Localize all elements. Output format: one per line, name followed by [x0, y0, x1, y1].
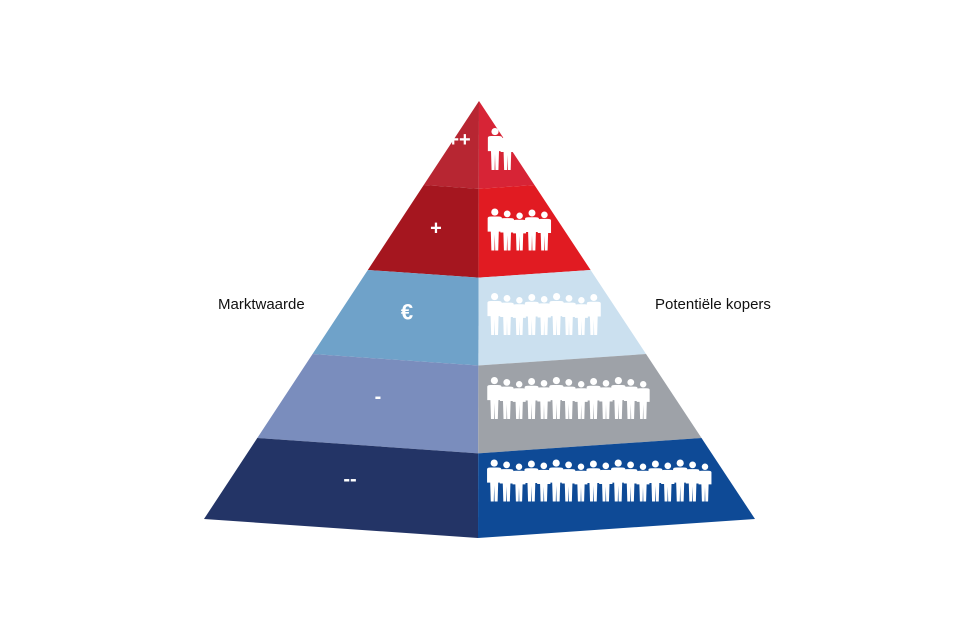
- person-silhouette-icon: [500, 210, 514, 251]
- pyramid-tier-2: +: [367, 185, 591, 278]
- person-silhouette-icon: [524, 378, 539, 419]
- person-silhouette-icon: [648, 460, 663, 502]
- person-silhouette-icon: [636, 381, 650, 419]
- tier-3-symbol: €: [401, 300, 413, 325]
- person-silhouette-icon: [611, 459, 626, 502]
- tier-4-symbol: -: [375, 386, 382, 408]
- person-silhouette-icon: [611, 377, 626, 419]
- person-silhouette-icon: [487, 128, 503, 170]
- person-silhouette-icon: [586, 294, 601, 335]
- tier-1-people-group: [487, 128, 515, 170]
- person-silhouette-icon: [586, 378, 601, 419]
- person-silhouette-icon: [574, 297, 588, 335]
- person-silhouette-icon: [513, 212, 527, 251]
- tier-3-left-face: [312, 270, 479, 366]
- pyramid-tier-5: --: [204, 438, 755, 538]
- tier-1-symbol: ++: [447, 129, 470, 151]
- person-silhouette-icon: [512, 297, 526, 335]
- person-silhouette-icon: [512, 463, 526, 502]
- person-silhouette-icon: [499, 461, 514, 502]
- tier-4-people-group: [487, 377, 650, 419]
- person-silhouette-icon: [636, 463, 650, 502]
- person-silhouette-icon: [487, 459, 502, 502]
- person-silhouette-icon: [623, 461, 638, 502]
- person-silhouette-icon: [500, 295, 514, 335]
- person-silhouette-icon: [487, 377, 502, 419]
- person-silhouette-icon: [537, 211, 552, 251]
- tier-2-people-group: [487, 208, 552, 251]
- person-silhouette-icon: [661, 462, 675, 502]
- person-silhouette-icon: [562, 295, 576, 335]
- person-silhouette-icon: [525, 209, 539, 251]
- pyramid-tier-1: ++: [423, 101, 535, 189]
- person-silhouette-icon: [537, 462, 551, 502]
- person-silhouette-icon: [673, 459, 688, 502]
- person-silhouette-icon: [537, 380, 551, 419]
- person-silhouette-icon: [499, 379, 514, 419]
- tier-5-left-face: [204, 438, 479, 538]
- tier-2-left-face: [367, 185, 479, 278]
- person-silhouette-icon: [685, 461, 700, 502]
- person-silhouette-icon: [524, 460, 539, 502]
- market-value-label: Marktwaarde: [218, 296, 305, 313]
- person-silhouette-icon: [524, 294, 539, 335]
- tier-5-symbol: --: [343, 469, 356, 491]
- tier-1-left-face: [423, 101, 479, 189]
- person-silhouette-icon: [599, 462, 613, 502]
- person-silhouette-icon: [698, 463, 712, 502]
- person-silhouette-icon: [549, 377, 564, 419]
- potential-buyers-label: Potentiële kopers: [655, 296, 771, 313]
- tier-5-people-group: [487, 459, 712, 502]
- person-silhouette-icon: [487, 208, 502, 251]
- person-silhouette-icon: [623, 379, 638, 419]
- person-silhouette-icon: [561, 379, 576, 419]
- person-silhouette-icon: [537, 296, 551, 335]
- person-silhouette-icon: [561, 461, 576, 502]
- tier-4-left-face: [257, 354, 479, 454]
- person-silhouette-icon: [574, 463, 588, 502]
- pyramid-tier-4: -: [257, 354, 702, 454]
- person-silhouette-icon: [512, 381, 526, 419]
- person-silhouette-icon: [487, 293, 502, 335]
- person-silhouette-icon: [599, 380, 613, 419]
- person-silhouette-icon: [574, 381, 588, 419]
- person-silhouette-icon: [586, 460, 601, 502]
- tier-3-people-group: [487, 293, 601, 335]
- pyramid-tier-3: €: [312, 270, 647, 366]
- tier-3-right-face: [478, 270, 647, 366]
- tier-2-symbol: +: [430, 218, 442, 240]
- person-silhouette-icon: [549, 293, 564, 335]
- person-silhouette-icon: [500, 130, 515, 170]
- person-silhouette-icon: [549, 459, 564, 502]
